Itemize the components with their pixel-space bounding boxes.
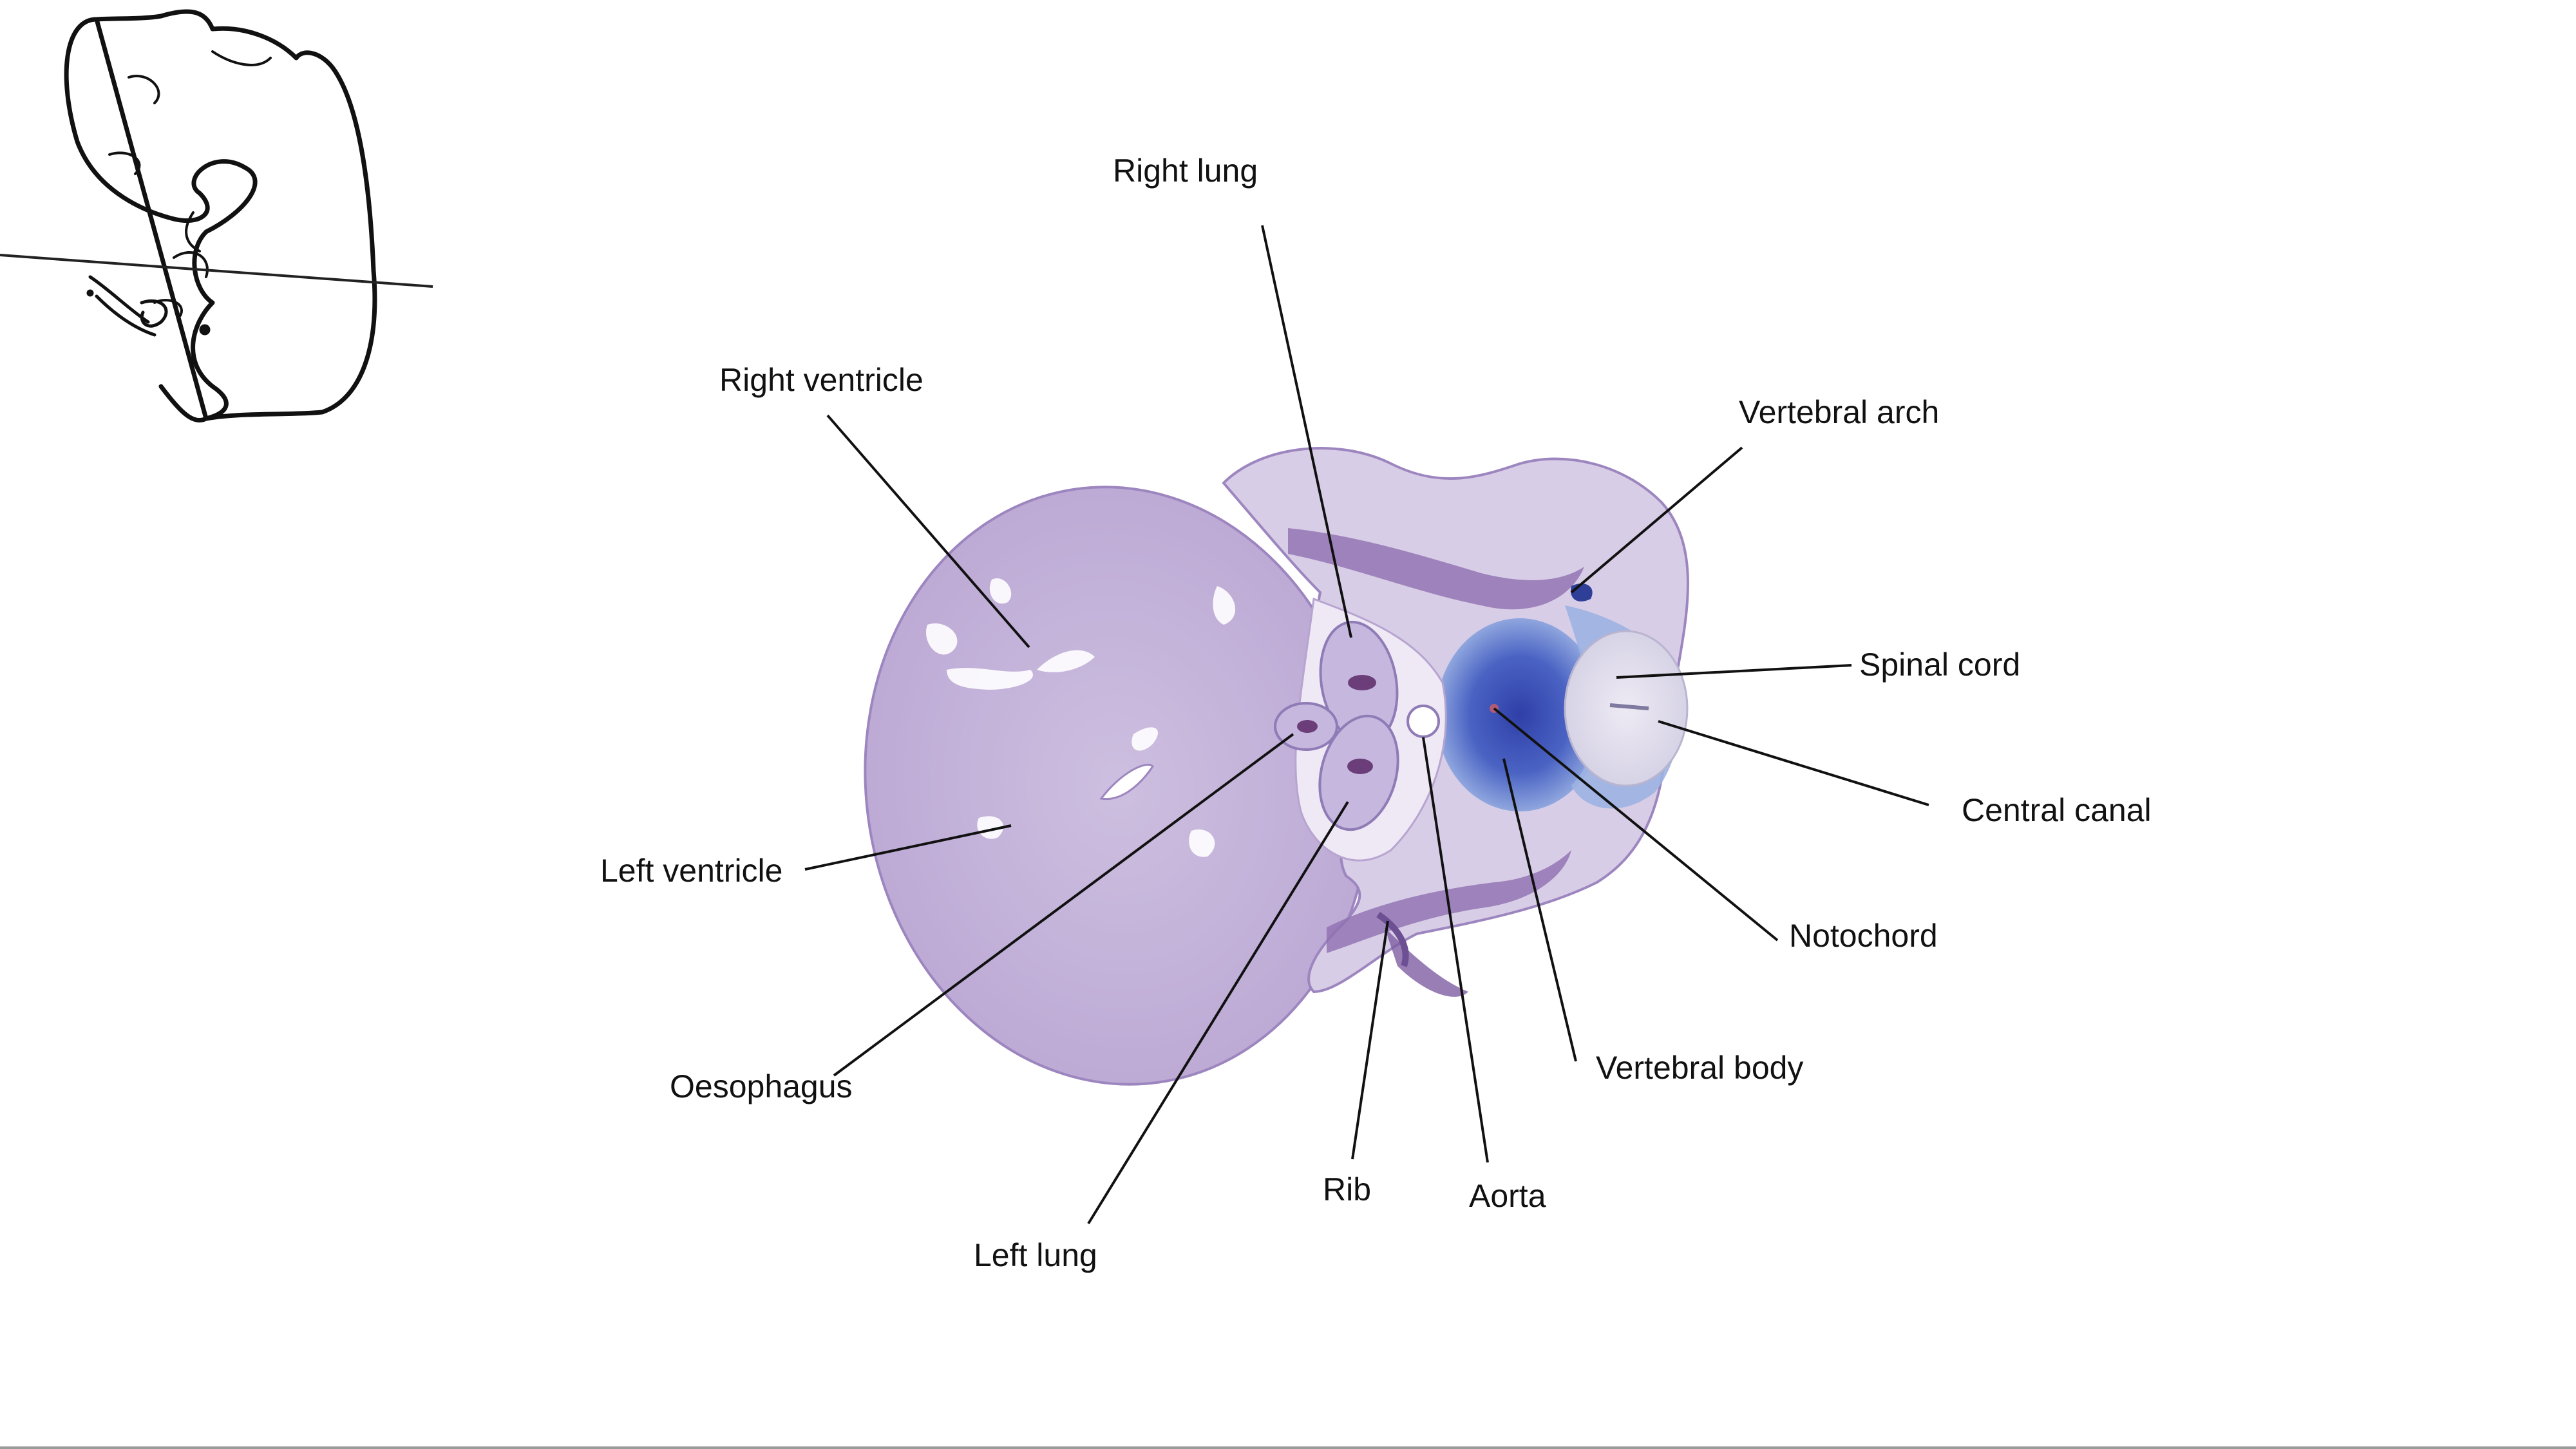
label-left-lung: Left lung	[974, 1239, 1097, 1271]
section-plane-line	[0, 255, 433, 287]
label-oesophagus: Oesophagus	[670, 1070, 853, 1103]
label-central-canal: Central canal	[1962, 794, 2152, 826]
vertebral-arch-dark	[1571, 583, 1593, 601]
embryo-dot	[200, 325, 210, 335]
leader-central-canal	[1658, 721, 1929, 805]
embryo-outline	[66, 12, 375, 421]
label-left-ventricle: Left ventricle	[600, 855, 782, 887]
embryo-limb-detail	[90, 277, 166, 335]
left-lung-lumen	[1347, 759, 1373, 774]
aorta-shape	[1408, 706, 1439, 737]
embryo-orientation-sketch	[66, 12, 375, 421]
embryo-inner-detail	[109, 52, 270, 316]
label-vertebral-body: Vertebral body	[1596, 1052, 1803, 1084]
label-spinal-cord: Spinal cord	[1859, 649, 2020, 681]
label-rib: Rib	[1323, 1173, 1371, 1206]
label-right-lung: Right lung	[1113, 155, 1258, 187]
bottom-divider	[0, 1446, 2576, 1449]
label-aorta: Aorta	[1469, 1180, 1546, 1212]
oesophagus-lumen	[1297, 720, 1318, 733]
right-lung-lumen	[1348, 675, 1376, 690]
label-right-ventricle: Right ventricle	[719, 364, 923, 396]
label-notochord: Notochord	[1789, 920, 1938, 952]
embryo-dot-small	[87, 290, 93, 296]
label-vertebral-arch: Vertebral arch	[1739, 396, 1939, 428]
